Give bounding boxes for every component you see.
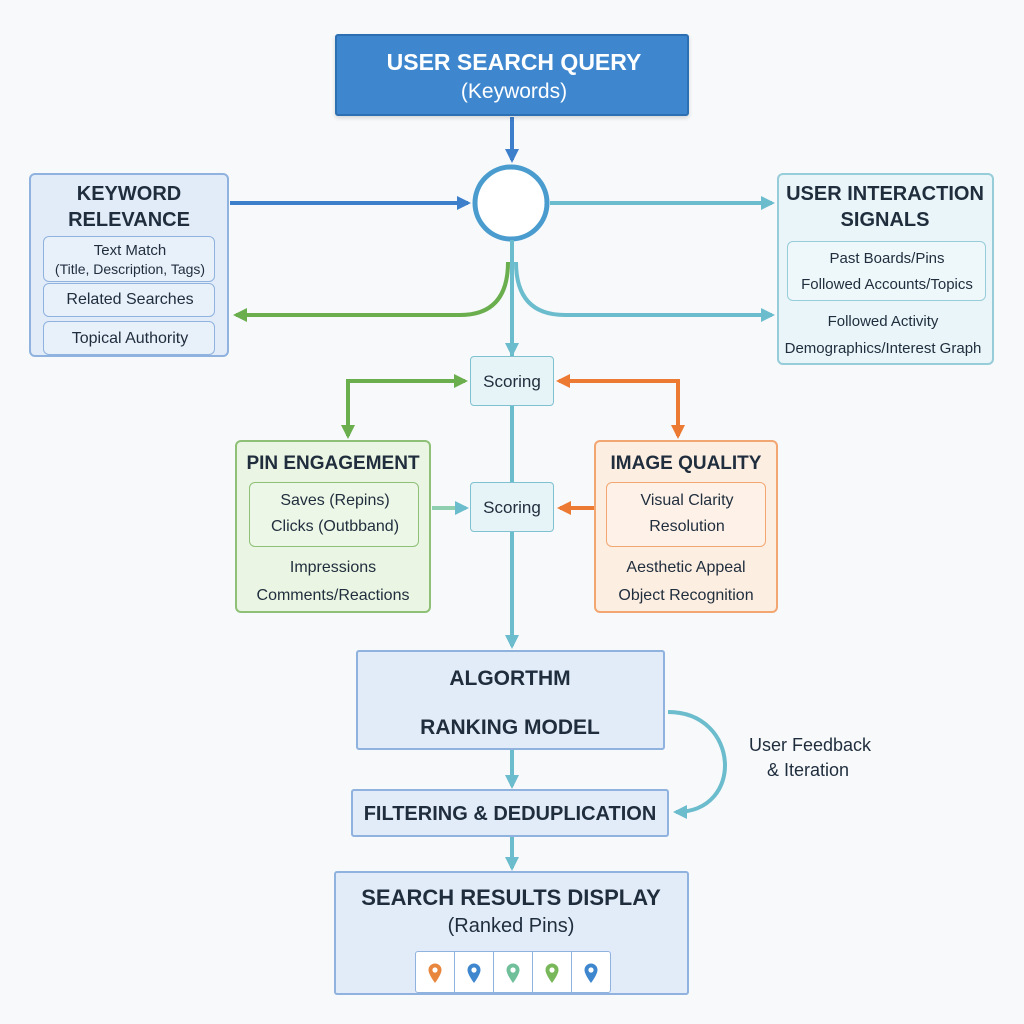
scoring-top-label: Scoring (483, 372, 541, 391)
user-interaction-signals-box: USER INTERACTION SIGNALS Past Boards/Pin… (777, 173, 994, 365)
arrow-branch-to-keyword (233, 261, 510, 322)
demographics-label: Demographics/Interest Graph (784, 340, 982, 357)
impressions-label: Impressions (289, 559, 377, 576)
related-searches-card: Related Searches (43, 283, 215, 317)
topical-authority-card: Topical Authority (43, 321, 215, 355)
pin-slot-1 (416, 952, 455, 994)
map-pin-icon (506, 963, 520, 983)
signals-title-line2: SIGNALS (840, 209, 930, 231)
text-match-label: Text Match (93, 242, 167, 259)
scoring-node-top: Scoring (470, 356, 554, 406)
followed-accounts-label: Followed Accounts/Topics (801, 276, 973, 293)
related-searches-label: Related Searches (66, 291, 194, 308)
aesthetic-label: Aesthetic Appeal (626, 559, 746, 576)
image-quality-box: IMAGE QUALITY Visual Clarity Resolution … (594, 440, 778, 613)
clicks-label: Clicks (Outbband) (270, 518, 400, 535)
arrow-engagement-scoring-link (346, 374, 468, 434)
map-pin-icon (467, 963, 481, 983)
keyword-relevance-box: KEYWORD RELEVANCE Text Match (Title, Des… (29, 173, 229, 357)
arrow-quality-scoring-link (556, 374, 680, 434)
map-pin-icon (428, 963, 442, 983)
arrow-feedback-loop (667, 710, 727, 819)
keyword-title-line2: RELEVANCE (68, 209, 190, 231)
algorithm-line1: ALGORTHM (449, 667, 571, 690)
quality-title: IMAGE QUALITY (610, 453, 762, 474)
resolution-label: Resolution (649, 518, 725, 535)
map-pin-icon (545, 963, 559, 983)
history-card: Past Boards/Pins Followed Accounts/Topic… (787, 241, 986, 301)
hub-circle (472, 164, 550, 242)
map-pin-icon (584, 963, 598, 983)
keyword-title-line1: KEYWORD (76, 183, 182, 205)
query-subtitle: (Keywords) (460, 80, 568, 103)
followed-activity-label: Followed Activity (827, 313, 939, 330)
algorithm-ranking-model-box: ALGORTHM RANKING MODEL (356, 650, 665, 750)
visual-clarity-label: Visual Clarity (640, 492, 734, 509)
results-subtitle: (Ranked Pins) (447, 915, 575, 937)
search-results-display-box: SEARCH RESULTS DISPLAY (Ranked Pins) (334, 871, 689, 995)
pin-slot-5 (572, 952, 611, 994)
ranked-pins-strip (415, 951, 611, 994)
pin-slot-4 (533, 952, 572, 994)
filtering-label: FILTERING & DEDUPLICATION (363, 803, 657, 825)
topical-authority-label: Topical Authority (71, 330, 189, 347)
arrow-branch-to-user-signals (514, 261, 775, 322)
scoring-mid-label: Scoring (483, 498, 541, 517)
saves-clicks-card: Saves (Repins) Clicks (Outbband) (249, 482, 419, 547)
algorithm-line2: RANKING MODEL (420, 716, 600, 739)
comments-label: Comments/Reactions (256, 587, 410, 604)
results-title: SEARCH RESULTS DISPLAY (361, 885, 661, 910)
object-recognition-label: Object Recognition (618, 587, 754, 604)
engagement-title: PIN ENGAGEMENT (246, 453, 420, 474)
signals-title-line1: USER INTERACTION (786, 183, 984, 205)
clarity-resolution-card: Visual Clarity Resolution (606, 482, 766, 547)
pin-slot-3 (494, 952, 533, 994)
feedback-line2: & Iteration (766, 760, 850, 780)
pin-engagement-box: PIN ENGAGEMENT Saves (Repins) Clicks (Ou… (235, 440, 431, 613)
past-boards-label: Past Boards/Pins (829, 250, 945, 267)
saves-label: Saves (Repins) (280, 492, 390, 509)
query-title: USER SEARCH QUERY (386, 49, 642, 75)
user-search-query-box: USER SEARCH QUERY (Keywords) (335, 34, 689, 116)
text-match-detail: (Title, Description, Tags) (54, 261, 206, 277)
feedback-line1: User Feedback (748, 735, 872, 755)
pin-slot-2 (455, 952, 494, 994)
scoring-node-middle: Scoring (470, 482, 554, 532)
text-match-card: Text Match (Title, Description, Tags) (43, 236, 215, 282)
filtering-deduplication-box: FILTERING & DEDUPLICATION (351, 789, 669, 837)
